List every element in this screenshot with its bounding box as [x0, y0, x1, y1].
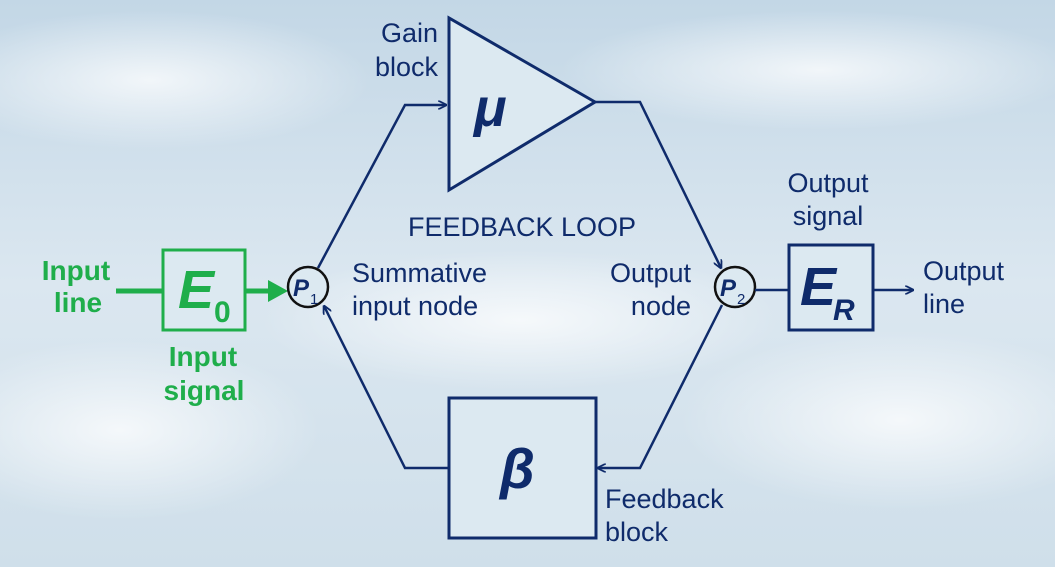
svg-text:Summative: Summative: [352, 258, 487, 288]
input-line-label: Input line: [42, 255, 110, 318]
gain-block-label: Gain block: [375, 18, 439, 82]
svg-text:R: R: [833, 294, 855, 327]
svg-text:signal: signal: [793, 201, 864, 231]
svg-text:node: node: [631, 291, 691, 321]
svg-text:block: block: [605, 517, 669, 547]
feedback-path-arrow-out: [324, 306, 449, 470]
svg-text:P: P: [720, 275, 737, 302]
svg-text:signal: signal: [164, 375, 245, 406]
svg-text:0: 0: [214, 296, 231, 329]
green-arrow: [245, 280, 288, 302]
feedback-block-label: Feedback block: [605, 484, 724, 547]
output-line-label: Output line: [923, 256, 1005, 319]
output-path-arrow: [595, 100, 721, 268]
svg-text:Input: Input: [169, 341, 237, 372]
input-signal-label: Input signal: [164, 341, 245, 406]
svg-text:E: E: [178, 260, 216, 320]
svg-text:Output: Output: [787, 168, 869, 198]
svg-text:E: E: [800, 257, 838, 317]
output-signal-label: Output signal: [787, 168, 869, 231]
p2-output-node: P 2: [713, 265, 757, 309]
e0-block: E 0: [161, 248, 247, 332]
svg-text:line: line: [923, 289, 965, 319]
svg-text:μ: μ: [472, 78, 507, 138]
svg-text:Feedback: Feedback: [605, 484, 724, 514]
svg-text:block: block: [375, 52, 439, 82]
svg-text:2: 2: [737, 291, 745, 308]
svg-text:P: P: [293, 275, 310, 302]
feedback-block: β: [447, 396, 598, 540]
summative-input-node-label: Summative input node: [352, 258, 487, 321]
output-node-label: Output node: [610, 258, 692, 321]
feedback-loop-title: FEEDBACK LOOP: [408, 212, 636, 242]
svg-text:β: β: [498, 437, 535, 500]
svg-text:input node: input node: [352, 291, 478, 321]
svg-text:Gain: Gain: [381, 18, 438, 48]
svg-text:Output: Output: [923, 256, 1005, 286]
svg-text:Output: Output: [610, 258, 692, 288]
svg-text:1: 1: [310, 291, 318, 308]
p1-summative-node: P 1: [286, 265, 330, 309]
gain-block: μ: [447, 15, 598, 193]
forward-path-arrow: [316, 105, 446, 269]
feedback-path-arrow-in: [598, 304, 724, 468]
svg-text:line: line: [54, 287, 102, 318]
svg-text:Input: Input: [42, 255, 110, 286]
clouds: [0, 10, 1055, 520]
er-block: E R: [787, 243, 875, 332]
